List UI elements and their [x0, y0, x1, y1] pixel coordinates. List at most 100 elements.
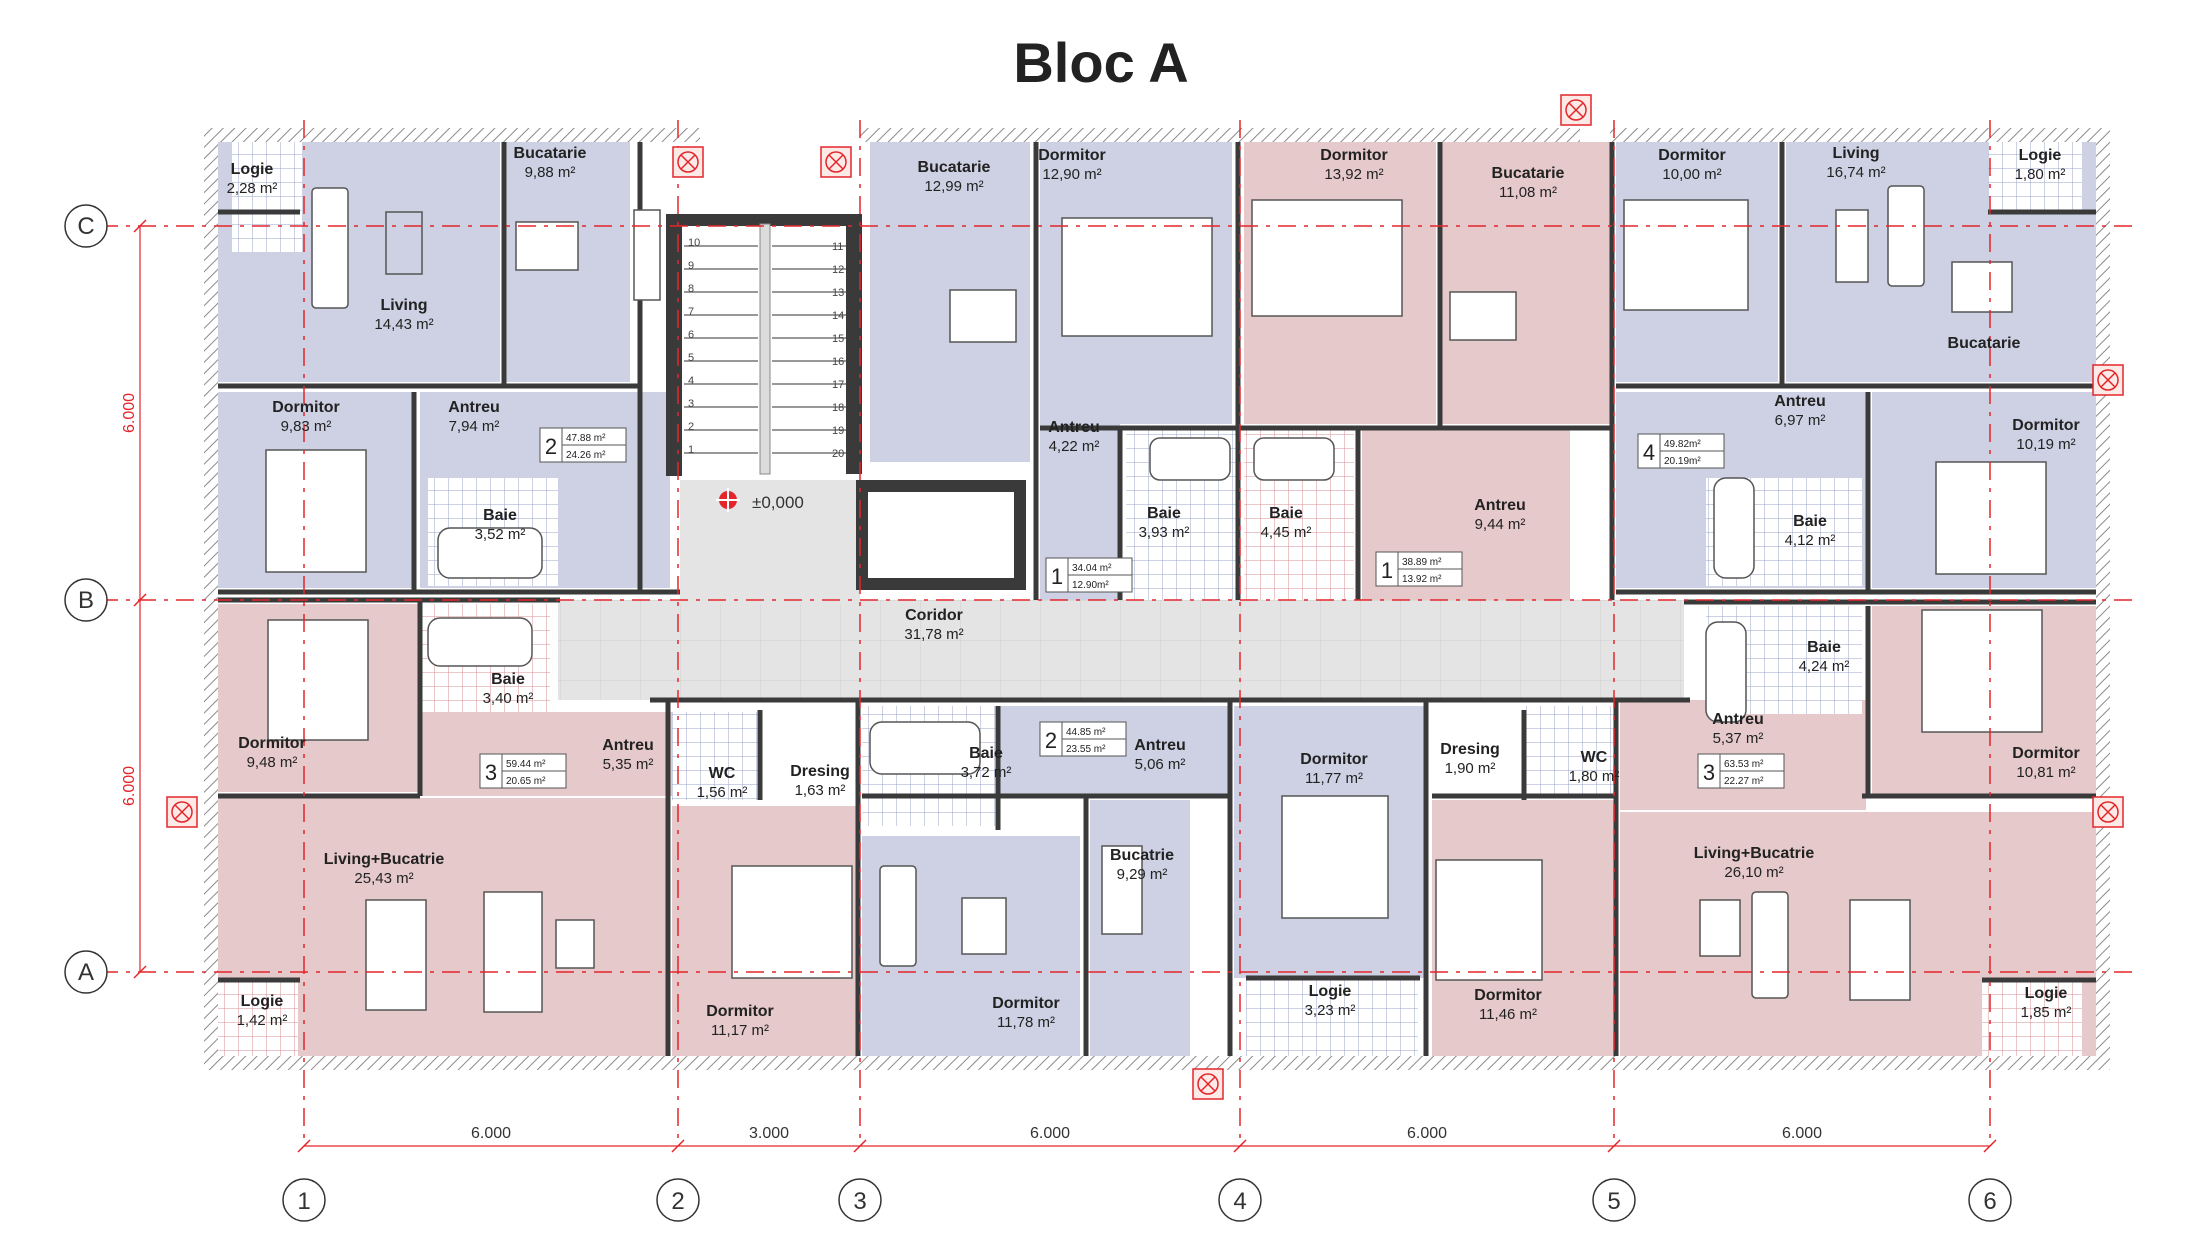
axis-col-label: 4 [1233, 1188, 1246, 1215]
room-name: WC [709, 765, 736, 782]
room-name: Antreu [1712, 711, 1764, 728]
room-area: 11,77 m² [1305, 770, 1363, 787]
room-area: 10,19 m² [2016, 436, 2075, 453]
room-area: 1,85 m² [2021, 1004, 2072, 1021]
room-name: Dormitor [1474, 987, 1542, 1004]
stair-step-number: 17 [832, 379, 844, 391]
room-label: Dormitor 11,78 m² [992, 995, 1060, 1031]
stair-step-number: 12 [832, 264, 844, 276]
room-label: Dresing 1,90 m² [1440, 741, 1500, 777]
room-name: Bucatarie [1948, 335, 2021, 352]
room-area: 9,29 m² [1117, 866, 1168, 883]
room-label: Living 14,43 m² [374, 297, 433, 333]
room-area: 9,88 m² [525, 164, 576, 181]
stair-step-number: 20 [832, 448, 844, 460]
room-name: Antreu [602, 737, 654, 754]
stair-step-number: 1 [688, 444, 694, 456]
room-name: Dormitor [272, 399, 340, 416]
apartment-total-area: 59.44 m² [506, 759, 546, 770]
room-name: Baie [969, 745, 1003, 762]
room-area: 6,97 m² [1775, 412, 1826, 429]
room-name: Antreu [1774, 393, 1826, 410]
dimension-label: 6.000 [1407, 1125, 1447, 1142]
room-name: Antreu [448, 399, 500, 416]
room-name: Living [1832, 145, 1879, 162]
ventilation-icon [1192, 1068, 1224, 1100]
axis-col-bubble [282, 1178, 326, 1222]
apartment-total-area: 49.82m² [1664, 439, 1701, 450]
room-name: Dresing [1440, 741, 1500, 758]
apartment-total-area: 44.85 m² [1066, 727, 1106, 738]
dimension-label: 6.000 [121, 393, 138, 433]
interior-walls [218, 142, 2096, 1056]
room-label: Antreu 5,37 m² [1712, 711, 1764, 747]
room-name: Antreu [1474, 497, 1526, 514]
room-area: 5,37 m² [1713, 730, 1764, 747]
room-area: 10,81 m² [2016, 764, 2075, 781]
room-label: Logie 1,85 m² [2021, 985, 2072, 1021]
room-name: Dormitor [1300, 751, 1368, 768]
room-area: 4,22 m² [1049, 438, 1100, 455]
room-area: 14,43 m² [374, 316, 433, 333]
room-name: Baie [1147, 505, 1181, 522]
room-name: Baie [491, 671, 525, 688]
room-name: Logie [241, 993, 284, 1010]
apartment-living-area: 20.19m² [1664, 456, 1701, 467]
room-name: Living+Bucatrie [1694, 845, 1815, 862]
stair-step-number: 9 [688, 260, 694, 272]
room-name: Living [380, 297, 427, 314]
elevation-mark: ±0,000 [752, 493, 804, 512]
room-area: 1,90 m² [1445, 760, 1496, 777]
room-area: 2,28 m² [227, 180, 278, 197]
room-area: 9,44 m² [1475, 516, 1526, 533]
room-area: 25,43 m² [354, 870, 413, 887]
room-area: 11,08 m² [1499, 184, 1557, 201]
axis-row-label: B [78, 587, 94, 614]
room-name: Logie [2025, 985, 2068, 1002]
room-area: 11,78 m² [997, 1014, 1055, 1031]
ventilation-icon [166, 796, 198, 828]
dimension-label: 6.000 [121, 766, 138, 806]
room-name: Dormitor [706, 1003, 774, 1020]
room-area: 3,93 m² [1139, 524, 1190, 541]
room-area: 1,80 m² [2015, 166, 2066, 183]
room-label: Antreu 9,44 m² [1474, 497, 1526, 533]
apartment-room-count: 1 [1051, 564, 1063, 589]
stair-step-number: 6 [688, 329, 694, 341]
room-area: 12,90 m² [1042, 166, 1101, 183]
axis-col-bubble [838, 1178, 882, 1222]
plan-title: Bloc A [1013, 31, 1189, 94]
room-area: 12,99 m² [924, 178, 983, 195]
room-name: Bucatarie [514, 145, 587, 162]
dimension-label: 6.000 [471, 1125, 511, 1142]
apartment-total-area: 63.53 m² [1724, 759, 1764, 770]
stair-step-number: 14 [832, 310, 844, 322]
room-name: Bucatarie [1492, 165, 1565, 182]
stair-step-number: 5 [688, 352, 694, 364]
room-name: Dormitor [992, 995, 1060, 1012]
room-area: 26,10 m² [1724, 864, 1783, 881]
room-name: Baie [1269, 505, 1303, 522]
